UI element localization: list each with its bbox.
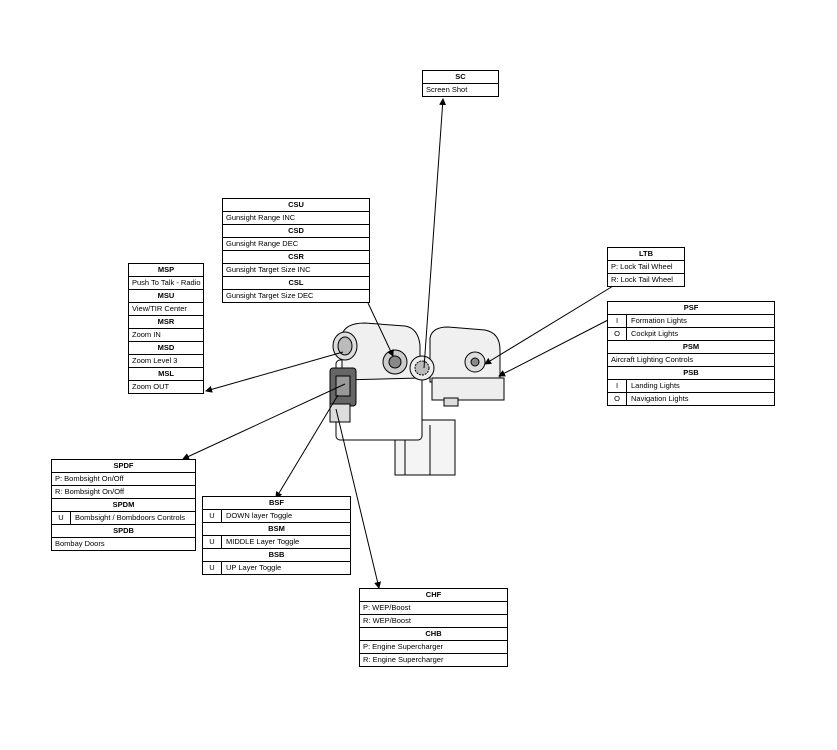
chf-title: CHF	[360, 589, 507, 602]
sc-row: Screen Shot	[426, 85, 468, 94]
ltb-title: LTB	[608, 248, 684, 261]
msr-row: Zoom IN	[129, 329, 203, 342]
spdm-row: U Bombsight / Bombdoors Controls	[52, 512, 195, 525]
msp-callout: MSP Push To Talk - Radio MSU View/TIR Ce…	[128, 263, 204, 394]
psm-title: PSM	[608, 341, 774, 354]
spdm-action: Bombsight / Bombdoors Controls	[75, 513, 186, 522]
msd-title: MSD	[129, 342, 203, 355]
bsf-callout: BSF U DOWN layer Toggle BSM U MIDDLE Layer…	[202, 496, 351, 575]
psb-title: PSB	[608, 367, 774, 380]
chb-row-r: R: Engine Supercharger	[363, 655, 444, 664]
spdf-row-r: R: Bombsight On/Off	[52, 486, 195, 499]
psf-row-o: O Cockpit Lights	[608, 328, 774, 341]
ltb-callout: LTB P: Lock Tail Wheel R: Lock Tail Whee…	[607, 247, 685, 287]
csu-callout: CSU Gunsight Range INC CSD Gunsight Rang…	[222, 198, 370, 303]
psf-callout: PSF I Formation Lights O Cockpit Lights PS…	[607, 301, 775, 406]
msr-title: MSR	[129, 316, 203, 329]
sc-title: SC	[423, 71, 498, 84]
psb-row-o: O Navigation Lights	[608, 393, 774, 405]
msp-row: Push To Talk - Radio	[129, 277, 203, 290]
bsb-action: UP Layer Toggle	[226, 563, 282, 572]
spdf-title: SPDF	[52, 460, 195, 473]
bsf-prefix: U	[203, 510, 222, 522]
csl-row: Gunsight Target Size DEC	[226, 291, 314, 300]
psf-action: Cockpit Lights	[631, 329, 679, 338]
psb-prefix: I	[608, 380, 627, 392]
msd-row: Zoom Level 3	[129, 355, 203, 368]
msl-row: Zoom OUT	[132, 382, 170, 391]
bsb-title: BSB	[203, 549, 350, 562]
csd-row: Gunsight Range DEC	[223, 238, 369, 251]
spdf-row-p: P: Bombsight On/Off	[52, 473, 195, 486]
chb-row-p: P: Engine Supercharger	[360, 641, 507, 654]
spdb-title: SPDB	[52, 525, 195, 538]
sc-callout: SC Screen Shot	[422, 70, 499, 97]
spdm-title: SPDM	[52, 499, 195, 512]
psb-row-i: I Landing Lights	[608, 380, 774, 393]
csd-title: CSD	[223, 225, 369, 238]
spdm-prefix: U	[52, 512, 71, 524]
psb-action: Landing Lights	[631, 381, 680, 390]
psb-action: Navigation Lights	[631, 394, 689, 403]
csu-title: CSU	[223, 199, 369, 212]
psf-prefix: I	[608, 315, 627, 327]
psf-row-i: I Formation Lights	[608, 315, 774, 328]
spdf-callout: SPDF P: Bombsight On/Off R: Bombsight On…	[51, 459, 196, 551]
bsm-row: U MIDDLE Layer Toggle	[203, 536, 350, 549]
bsm-prefix: U	[203, 536, 222, 548]
spdb-row: Bombay Doors	[55, 539, 105, 548]
psm-row: Aircraft Lighting Controls	[608, 354, 774, 367]
csr-title: CSR	[223, 251, 369, 264]
bsb-row: U UP Layer Toggle	[203, 562, 350, 574]
psf-prefix: O	[608, 328, 627, 340]
csl-title: CSL	[223, 277, 369, 290]
csu-row: Gunsight Range INC	[223, 212, 369, 225]
msu-row: View/TIR Center	[129, 303, 203, 316]
bsf-row: U DOWN layer Toggle	[203, 510, 350, 523]
msu-title: MSU	[129, 290, 203, 303]
leader-lines	[182, 98, 619, 589]
csr-row: Gunsight Target Size INC	[223, 264, 369, 277]
bsf-title: BSF	[203, 497, 350, 510]
psf-title: PSF	[608, 302, 774, 315]
chf-row-r: R: WEP/Boost	[360, 615, 507, 628]
psb-prefix: O	[608, 393, 627, 405]
bsm-action: MIDDLE Layer Toggle	[226, 537, 300, 546]
bsf-action: DOWN layer Toggle	[226, 511, 293, 520]
chf-row-p: P: WEP/Boost	[360, 602, 507, 615]
chb-title: CHB	[360, 628, 507, 641]
bsb-prefix: U	[203, 562, 222, 574]
ltb-row-r: R: Lock Tail Wheel	[611, 275, 673, 284]
joystick-illustration	[329, 322, 505, 476]
bsm-title: BSM	[203, 523, 350, 536]
msl-title: MSL	[129, 368, 203, 381]
chf-callout: CHF P: WEP/Boost R: WEP/Boost CHB P: Eng…	[359, 588, 508, 667]
msp-title: MSP	[129, 264, 203, 277]
ltb-row-p: P: Lock Tail Wheel	[608, 261, 684, 274]
psf-action: Formation Lights	[631, 316, 687, 325]
